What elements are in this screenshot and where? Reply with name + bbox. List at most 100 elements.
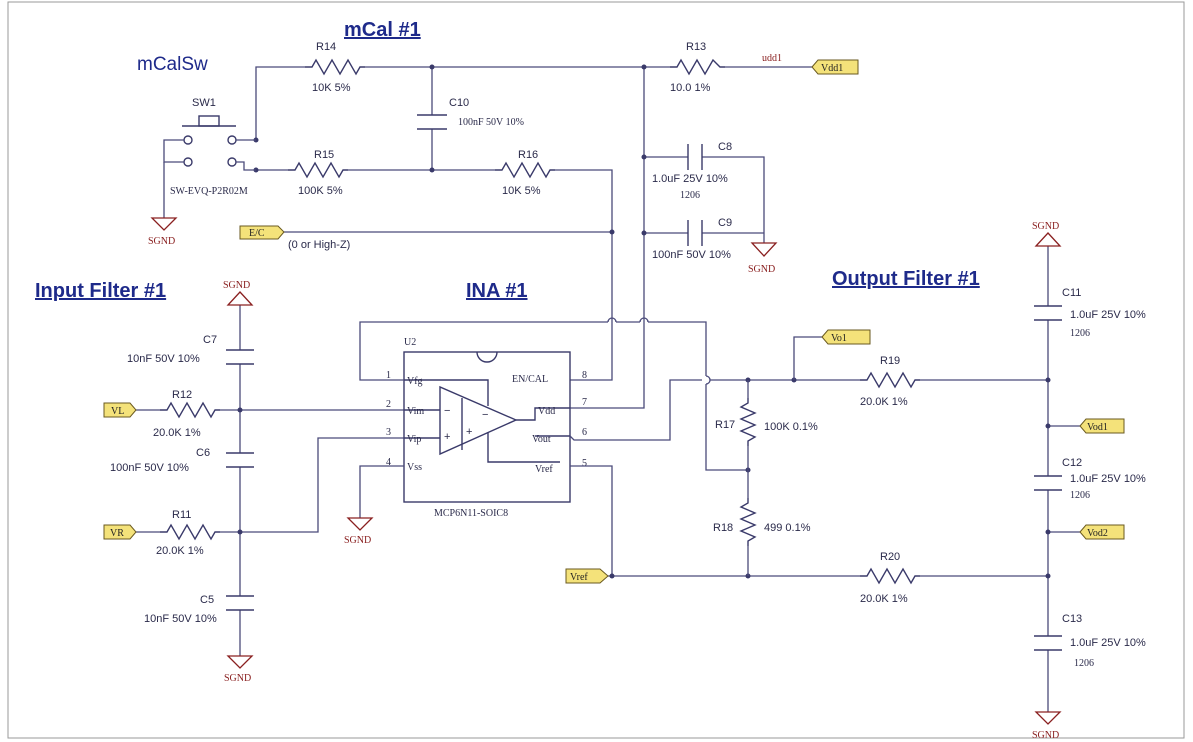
u2-pin5-name: Vref (535, 464, 553, 475)
u2-ref: U2 (404, 337, 416, 348)
c7-ref: C7 (203, 334, 217, 346)
c12-ref: C12 (1062, 457, 1082, 469)
r19-value: 20.0K 1% (860, 396, 908, 408)
u2-pin6-num: 6 (582, 427, 587, 438)
port-vod2-label: Vod2 (1087, 528, 1108, 539)
ground-input-bottom-label: SGND (224, 673, 251, 684)
r12-ref: R12 (172, 389, 192, 401)
sheet-border (7, 1, 1185, 739)
u2-pin8-num: 8 (582, 370, 587, 381)
u2-pin8-name: EN/CAL (512, 374, 548, 385)
u2-pin6-name: Vout (532, 434, 551, 445)
ground-input-bottom: SGND (224, 655, 254, 684)
ic-u2: U2 MCP6N11-SOIC8 − + − + Vfg Vim Vip Vss… (386, 337, 587, 519)
r11-value: 20.0K 1% (156, 545, 204, 557)
title-mcal: mCal #1 (344, 19, 421, 41)
port-vref: Vref (565, 568, 609, 584)
c13-ref: C13 (1062, 613, 1082, 625)
u2-pin5-num: 5 (582, 458, 587, 469)
port-vo1: Vo1 (793, 329, 871, 380)
capacitor-c12: C12 1.0uF 25V 10% 1206 (1034, 457, 1146, 501)
port-vod1: Vod1 (1079, 418, 1125, 434)
port-vr: VR (103, 524, 137, 540)
r15-ref: R15 (314, 149, 334, 161)
r15-value: 100K 5% (298, 185, 343, 197)
resistor-r12: R12 20.0K 1% (153, 389, 220, 439)
r16-value: 10K 5% (502, 185, 541, 197)
port-ec: E/C (0 or High-Z) (239, 225, 350, 251)
capacitor-c6: C6 100nF 50V 10% (110, 447, 254, 474)
c7-value: 10nF 50V 10% (127, 353, 200, 365)
u2-pin7-name: Vdd (538, 406, 555, 417)
ground-u2-label: SGND (344, 535, 371, 546)
resistor-r18: R18 499 0.1% (713, 498, 811, 576)
label-mcalsw: mCalSw (137, 54, 208, 75)
capacitor-c13: C13 1.0uF 25V 10% 1206 (1034, 613, 1146, 669)
ground-output-bottom-label: SGND (1032, 730, 1059, 741)
ina-wires (359, 317, 860, 577)
u2-opamp-plus-outer: + (444, 431, 450, 443)
ground-output-top-label: SGND (1032, 221, 1059, 232)
ground-c8-c9-label: SGND (748, 264, 775, 275)
port-vref-label: Vref (570, 572, 588, 583)
ground-u2: SGND (344, 517, 374, 546)
port-vl: VL (103, 402, 137, 418)
capacitor-c10: C10 100nF 50V 10% (417, 97, 524, 130)
resistor-r11: R11 20.0K 1% (156, 509, 220, 557)
u2-pin2-name: Vim (407, 406, 424, 417)
port-vl-label: VL (111, 406, 124, 417)
u2-notch (476, 351, 498, 363)
r20-ref: R20 (880, 551, 900, 563)
c6-ref: C6 (196, 447, 210, 459)
u2-body (403, 351, 571, 503)
port-vdd1: Vdd1 (811, 59, 859, 75)
r16-ref: R16 (518, 149, 538, 161)
resistor-r13: R13 10.0 1% (670, 41, 725, 94)
u2-opamp-symbol (439, 385, 518, 456)
u2-pin2-num: 2 (386, 399, 391, 410)
r19-ref: R19 (880, 355, 900, 367)
output-filter-wires (1047, 246, 1080, 712)
u2-opamp-minus-inner: − (482, 409, 488, 421)
ground-output-top: SGND (1032, 221, 1062, 247)
switch-sw1: SW1 SW-EVQ-P2R02M (163, 97, 256, 218)
title-input-filter: Input Filter #1 (35, 280, 166, 302)
mcal-wires (255, 66, 812, 409)
r18-ref: R18 (713, 522, 733, 534)
r13-value: 10.0 1% (670, 82, 711, 94)
r20-value: 20.0K 1% (860, 593, 908, 605)
sw1-value: SW-EVQ-P2R02M (170, 186, 248, 197)
resistor-r17: R17 100K 0.1% (715, 380, 818, 498)
c10-value: 100nF 50V 10% (458, 117, 524, 128)
capacitor-c7: C7 10nF 50V 10% (127, 334, 254, 365)
u2-value: MCP6N11-SOIC8 (434, 508, 508, 519)
c8-pkg: 1206 (680, 190, 700, 201)
r14-ref: R14 (316, 41, 336, 53)
port-vdd1-label: Vdd1 (821, 63, 843, 74)
c5-value: 10nF 50V 10% (144, 613, 217, 625)
sw1-ref: SW1 (192, 97, 216, 109)
r13-ref: R13 (686, 41, 706, 53)
c11-ref: C11 (1062, 287, 1081, 299)
r12-value: 20.0K 1% (153, 427, 201, 439)
port-vod1-label: Vod1 (1087, 422, 1108, 433)
c11-value: 1.0uF 25V 10% (1070, 309, 1146, 321)
ground-c8-c9: SGND (748, 242, 778, 275)
u2-pin4-num: 4 (386, 457, 391, 468)
u2-opamp-minus-outer: − (444, 405, 450, 417)
u2-pin3-name: Vip (407, 434, 421, 445)
r11-ref: R11 (172, 509, 191, 521)
capacitor-c9: C9 100nF 50V 10% (652, 217, 732, 261)
u2-pin1-name: Vfg (407, 376, 423, 387)
r17-ref: R17 (715, 419, 735, 431)
resistor-r19: R19 20.0K 1% (860, 355, 1048, 408)
u2-opamp-plus-inner: + (466, 426, 472, 438)
c12-value: 1.0uF 25V 10% (1070, 473, 1146, 485)
c9-value: 100nF 50V 10% (652, 249, 731, 261)
u2-pin7-num: 7 (582, 397, 587, 408)
c8-ref: C8 (718, 141, 732, 153)
title-output-filter: Output Filter #1 (832, 268, 980, 290)
c6-value: 100nF 50V 10% (110, 462, 189, 474)
ground-sw1-label: SGND (148, 236, 175, 247)
